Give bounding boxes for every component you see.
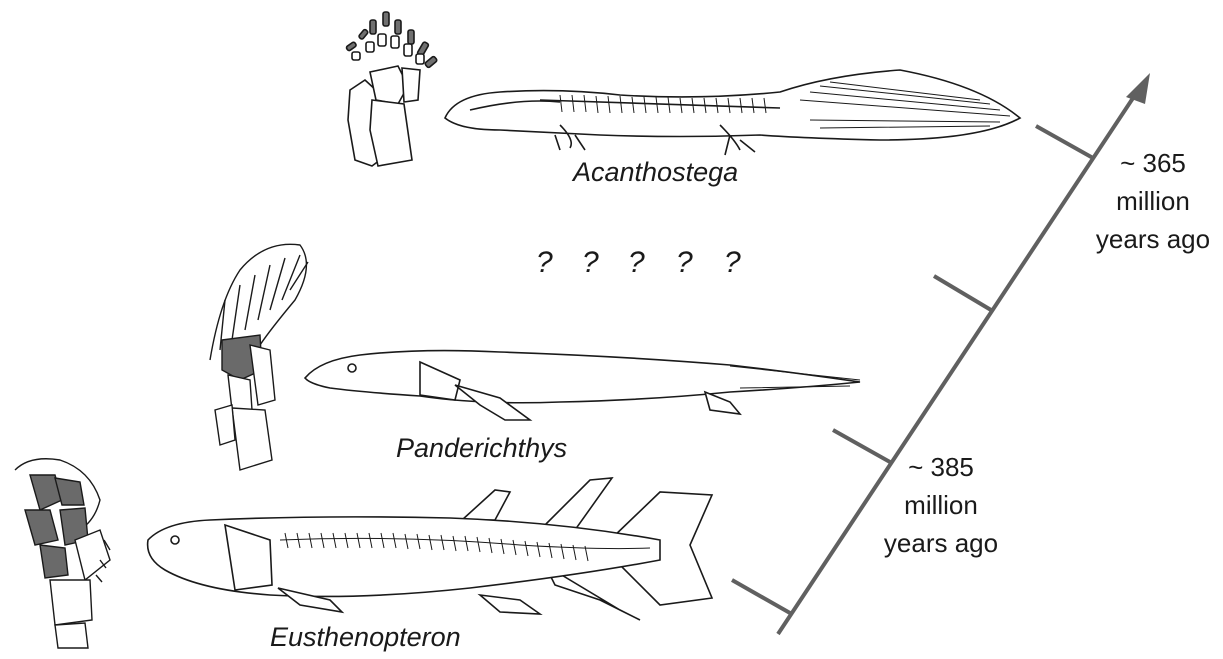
- acanthostega-limb-icon: [346, 12, 438, 166]
- question-mark: ?: [724, 246, 741, 279]
- panderichthys-limb-icon: [210, 244, 308, 470]
- time-lower-line2: million: [872, 486, 1010, 524]
- time-upper-line2: million: [1084, 182, 1222, 220]
- time-label-lower: ~ 385 million years ago: [872, 448, 1010, 562]
- question-mark: ?: [676, 246, 693, 279]
- eusthenopteron-limb-icon: [15, 459, 110, 648]
- label-acanthostega: Acanthostega: [573, 157, 738, 188]
- label-panderichthys: Panderichthys: [396, 433, 567, 464]
- label-eusthenopteron: Eusthenopteron: [270, 622, 461, 653]
- gap-question-marks: ? ? ? ? ?: [536, 246, 741, 279]
- time-lower-line1: ~ 385: [872, 448, 1010, 486]
- time-upper-line3: years ago: [1084, 220, 1222, 258]
- eusthenopteron-skeleton-icon: [148, 478, 712, 620]
- question-mark: ?: [628, 246, 645, 279]
- timeline-arrowhead: [1126, 73, 1150, 104]
- time-label-upper: ~ 365 million years ago: [1084, 144, 1222, 258]
- time-upper-line1: ~ 365: [1084, 144, 1222, 182]
- time-lower-line3: years ago: [872, 524, 1010, 562]
- acanthostega-skeleton-icon: [445, 70, 1020, 155]
- question-mark: ?: [536, 246, 553, 279]
- panderichthys-body-icon: [305, 351, 860, 420]
- question-mark: ?: [582, 246, 599, 279]
